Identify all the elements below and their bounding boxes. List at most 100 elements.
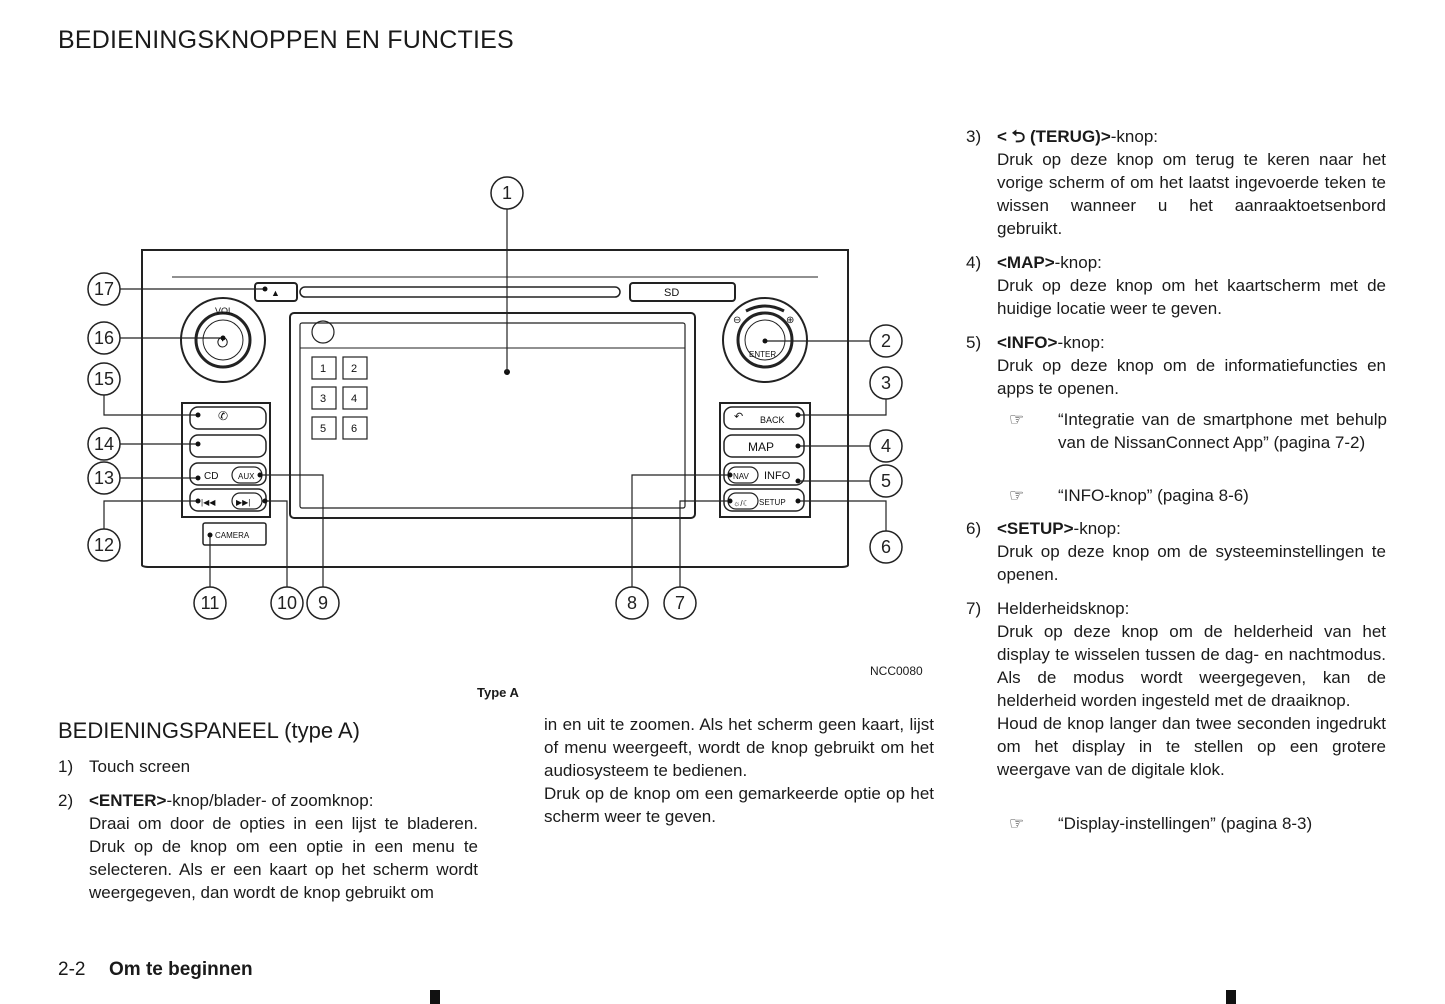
setup-label: SETUP <box>759 498 786 507</box>
item-text: Druk op deze knop om terug te keren naar… <box>997 150 1386 238</box>
back-icon: ↶ <box>734 411 743 423</box>
item-heading: <ENTER> <box>89 791 167 810</box>
callout-8: 8 <box>627 593 637 613</box>
seek-forward-icon: ▶▶| <box>236 498 250 507</box>
touch-screen <box>299 322 686 509</box>
callout-15: 15 <box>94 369 114 389</box>
preset-2: 2 <box>351 363 357 375</box>
footer-section-title: Om te beginnen <box>109 959 253 980</box>
brightness-icon: ☼/☾ <box>733 499 750 508</box>
item-number: 4) <box>966 253 982 272</box>
callout-16: 16 <box>94 328 114 348</box>
item-heading: <SETUP> <box>997 519 1074 538</box>
power-icon: ⏻ <box>217 334 228 350</box>
preset-5: 5 <box>320 423 326 435</box>
item-text: Druk op deze knop om de helderheid van h… <box>997 622 1386 710</box>
power-knob <box>194 311 252 369</box>
control-panel-diagram: ▲ ✆ |◀◀ ▶▶| ↶ ☼/☾ ⏻ ⊖ ⊕ SD VOL ENTER BAC… <box>87 176 903 620</box>
sd-icon: SD <box>664 287 679 299</box>
back-button <box>723 406 805 430</box>
screen-menu-icon <box>311 320 335 344</box>
callout-6: 6 <box>881 537 891 557</box>
reference-text: “INFO-knop” (pagina 8-6) <box>1058 486 1249 505</box>
cross-reference[interactable]: ☞ “Integratie van de smartphone met behu… <box>1009 408 1387 478</box>
cross-reference[interactable]: ☞ “Display-instellingen” (pagina 8-3) <box>1009 812 1387 835</box>
screen-bezel <box>289 312 696 519</box>
pointing-hand-icon: ☞ <box>1009 814 1025 833</box>
item-text: Druk op deze knop om de informatiefuncti… <box>997 356 1386 398</box>
page-title: BEDIENINGSKNOPPEN EN FUNCTIES <box>58 26 514 54</box>
enter-knob <box>736 311 794 369</box>
print-mark <box>430 990 440 1004</box>
item-number: 3) <box>966 127 982 146</box>
vol-label: VOL <box>215 306 233 316</box>
zoom-out-icon: ⊖ <box>733 315 741 326</box>
info-label: INFO <box>764 470 791 482</box>
callout-5: 5 <box>881 471 891 491</box>
item-number: 6) <box>966 519 982 538</box>
disc-slot <box>299 286 621 298</box>
reference-text: “Integratie van de smartphone met behulp… <box>1058 410 1387 452</box>
callout-3: 3 <box>881 373 891 393</box>
item-heading-prefix: < <box>997 127 1007 146</box>
item-heading: Helderheidsknop: <box>997 599 1130 618</box>
preset-4: 4 <box>351 393 357 405</box>
back-icon: ⮌ <box>1006 127 1031 146</box>
nav-label: NAV <box>733 472 750 481</box>
callout-9: 9 <box>318 593 328 613</box>
sd-slot <box>629 282 736 302</box>
eject-icon: ▲ <box>271 288 280 298</box>
callout-4: 4 <box>881 436 891 456</box>
eject-button <box>254 282 298 302</box>
item-heading-rest: -knop: <box>1054 253 1102 272</box>
item-text: in en uit te zoomen. Als het scherm geen… <box>544 715 934 780</box>
phone-icon: ✆ <box>218 409 228 423</box>
callout-13: 13 <box>94 468 114 488</box>
left-button-cluster <box>181 402 271 518</box>
callout-2: 2 <box>881 331 891 351</box>
callout-11: 11 <box>201 593 220 613</box>
item-text: Touch screen <box>89 757 191 776</box>
item-heading-rest: -knop: <box>1057 333 1105 352</box>
back-label: BACK <box>760 415 785 425</box>
item-text: Houd de knop langer dan twee seconden in… <box>997 714 1386 779</box>
callout-17: 17 <box>94 279 114 299</box>
pointing-hand-icon: ☞ <box>1009 486 1025 505</box>
callout-12: 12 <box>94 535 114 555</box>
item-heading-rest: -knop/blader- of zoomknop: <box>166 791 374 810</box>
item-heading: <INFO> <box>997 333 1058 352</box>
callout-10: 10 <box>277 593 297 613</box>
list-item-continuation: in en uit te zoomen. Als het scherm geen… <box>544 713 934 828</box>
callout-7: 7 <box>675 593 685 613</box>
aux-label: AUX <box>238 472 255 481</box>
item-text: Druk op deze knop om het kaartscherm met… <box>997 276 1386 318</box>
preset-3: 3 <box>320 393 326 405</box>
cross-reference[interactable]: ☞ “INFO-knop” (pagina 8-6) <box>1009 484 1387 507</box>
zoom-in-icon: ⊕ <box>786 315 794 326</box>
callout-14: 14 <box>94 434 114 454</box>
item-number: 1) <box>58 757 74 776</box>
item-number: 2) <box>58 791 74 810</box>
vol-knob-outer <box>180 297 266 383</box>
reference-text: “Display-instellingen” (pagina 8-3) <box>1058 814 1313 833</box>
enter-label: ENTER <box>749 350 776 359</box>
camera-button <box>202 522 267 546</box>
cd-label: CD <box>204 471 218 482</box>
camera-label: CAMERA <box>215 531 250 540</box>
item-text: Draai om door de opties in een lijst te … <box>89 814 478 902</box>
figure-code: NCC0080 <box>870 664 923 678</box>
page-number: 2-2 <box>58 959 86 980</box>
unit-outline <box>141 249 849 568</box>
callout-1: 1 <box>502 183 512 203</box>
section-title: BEDIENINGSPANEEL (type A) <box>58 718 360 743</box>
enter-knob-outer <box>722 297 808 383</box>
print-mark <box>1226 990 1236 1004</box>
right-button-cluster <box>719 402 811 518</box>
figure-caption: Type A <box>477 685 519 700</box>
item-number: 7) <box>966 599 982 618</box>
item-heading-rest: -knop: <box>1110 127 1159 146</box>
item-text: Druk op deze knop om de systeeminstellin… <box>997 542 1386 584</box>
info-button <box>723 462 805 486</box>
map-label: MAP <box>748 440 774 454</box>
item-heading: (TERUG)> <box>1030 127 1111 146</box>
